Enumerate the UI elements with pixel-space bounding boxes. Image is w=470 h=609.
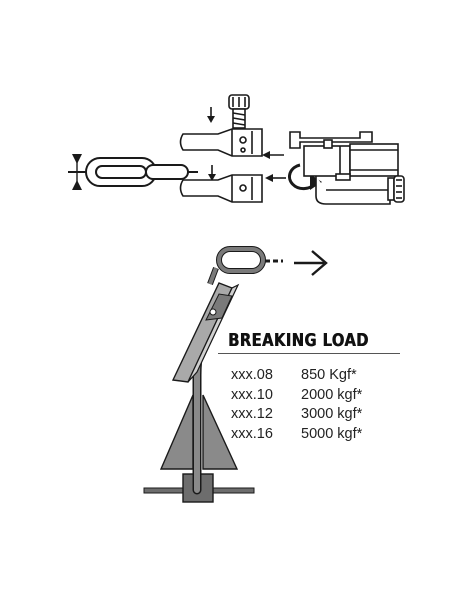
load-cell: 2000 kgf* — [301, 386, 363, 403]
model-cell: xxx.10 — [231, 386, 273, 403]
pull-arrow-icon — [294, 250, 328, 276]
model-cell: xxx.12 — [231, 406, 273, 422]
connector-upper-half — [179, 128, 263, 157]
connector-lower-half — [179, 174, 263, 203]
chain-drawing — [68, 154, 198, 190]
breaking-load-table: xxx.08 850 Kgf* xxx.10 2000 kgf* xxx.12 … — [231, 366, 362, 444]
table-row: xxx.12 3000 kgf* — [231, 405, 362, 425]
table-row: xxx.16 5000 kgf* — [231, 425, 362, 445]
down-arrow-icon — [207, 107, 216, 181]
load-cell: 5000 kgf* — [301, 425, 363, 442]
anchor-fluke-left — [159, 394, 194, 470]
load-cell: 850 Kgf* — [301, 367, 357, 383]
left-arrow-icon — [262, 151, 286, 182]
load-cell: 3000 kgf* — [301, 406, 363, 422]
table-row: xxx.08 850 Kgf* — [231, 366, 362, 386]
chain-link — [216, 246, 266, 274]
model-cell: xxx.16 — [231, 425, 273, 442]
table-row: xxx.10 2000 kgf* — [231, 386, 362, 406]
anchor-fluke-right — [202, 394, 239, 470]
swivel-drawing — [289, 131, 405, 205]
title-divider — [218, 353, 400, 354]
model-cell: xxx.08 — [231, 367, 273, 383]
bolt-icon — [228, 94, 250, 129]
breaking-load-title: BREAKING LOAD — [228, 330, 369, 351]
